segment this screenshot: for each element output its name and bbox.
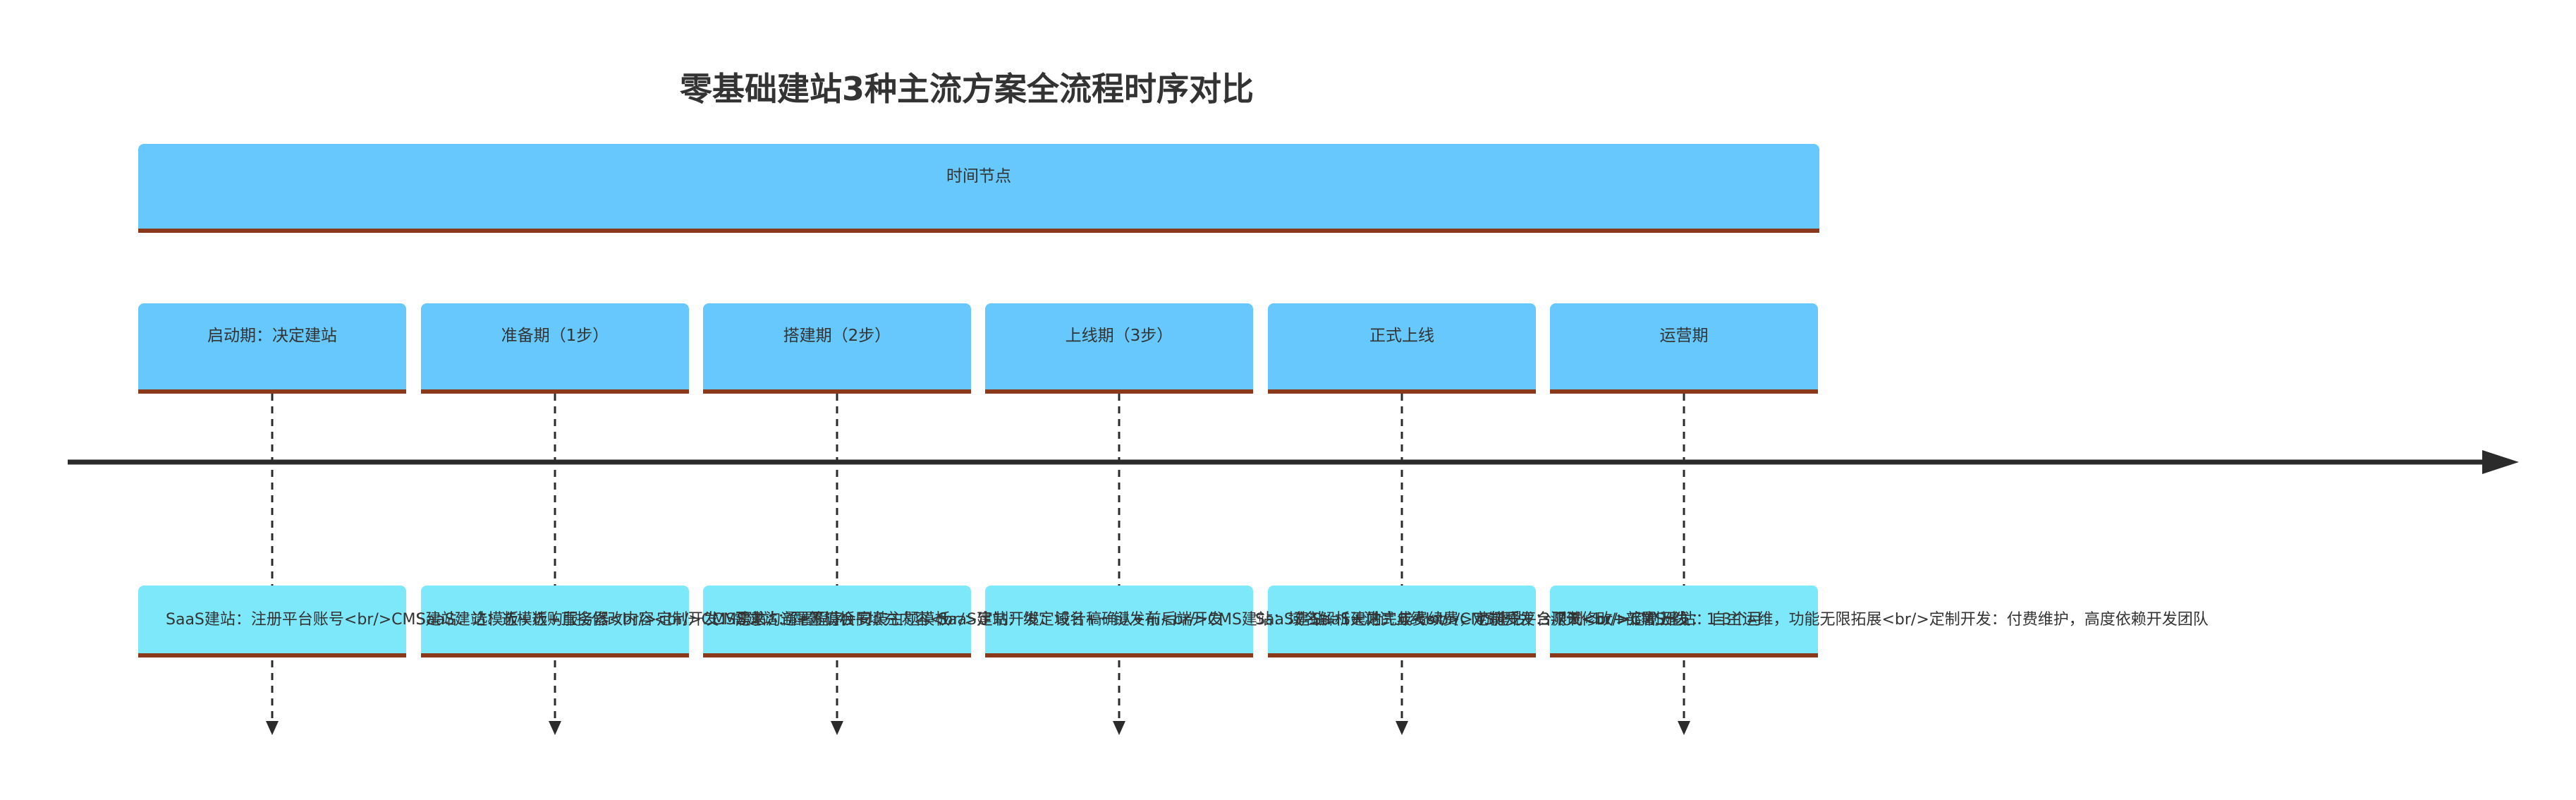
- phase-label: 正式上线: [1369, 327, 1434, 345]
- detail-text: SaaS建站：选模板+直接修改内容<br/>CMS建站：部署程序+安装主题模板: [416, 611, 951, 629]
- phase-label: 启动期：决定建站: [207, 327, 337, 345]
- phase-header: 搭建期（2步）: [703, 303, 971, 394]
- phase-header: 上线期（3步）: [985, 303, 1253, 394]
- detail-card: [421, 586, 689, 657]
- phase-label: 运营期: [1659, 327, 1709, 345]
- detail-text: SaaS建站：绑定域名+一键发布<br/>CMS建站：域名解析+测试上线<br/…: [938, 611, 1688, 629]
- connector-arrowhead: [1396, 721, 1408, 735]
- connector-arrowhead: [266, 721, 279, 735]
- connector-arrowhead: [1113, 721, 1125, 735]
- phase-connectors: [266, 394, 1690, 735]
- detail-text: CMS建站：配置模板+填充内容<br/>定制开发：设计稿确认+前后端开发: [712, 611, 1223, 629]
- timeline-arrowhead: [2482, 450, 2519, 474]
- phase-label: 搭建期（2步）: [783, 327, 891, 345]
- detail-card: [1268, 586, 1536, 657]
- phase-header: 正式上线: [1268, 303, 1536, 394]
- detail-card: [1550, 586, 1818, 657]
- time-nodes-banner: 时间节点: [138, 144, 1819, 233]
- detail-text: SaaS建站：注册平台账号<br/>CMS建站：选模板+选购服务器<br/>定制…: [166, 611, 872, 629]
- detail-text: SaaS建站：年费续费，功能受平台限制<br/>CMS建站：自主运维，功能无限拓…: [1312, 611, 2209, 629]
- detail-card: [985, 586, 1253, 657]
- connector-arrowhead: [549, 721, 561, 735]
- diagram-title: 零基础建站3种主流方案全流程时序对比: [679, 70, 1254, 108]
- detail-card: [138, 586, 406, 657]
- main-timeline: [68, 450, 2519, 474]
- detail-card: [703, 586, 971, 657]
- phase-label: 准备期（1步）: [501, 327, 609, 345]
- detail-text: SaaS建站：1天内完成<br/>CMS建站：3-7天<br/>定制开发：1-3…: [1255, 611, 1763, 629]
- phase-header: 准备期（1步）: [421, 303, 689, 394]
- connector-arrowhead: [831, 721, 843, 735]
- phase-label: 上线期（3步）: [1065, 327, 1173, 345]
- connector-arrowhead: [1678, 721, 1690, 735]
- banner-label: 时间节点: [946, 167, 1011, 186]
- phase-header: 启动期：决定建站: [138, 303, 406, 394]
- phase-header: 运营期: [1550, 303, 1818, 394]
